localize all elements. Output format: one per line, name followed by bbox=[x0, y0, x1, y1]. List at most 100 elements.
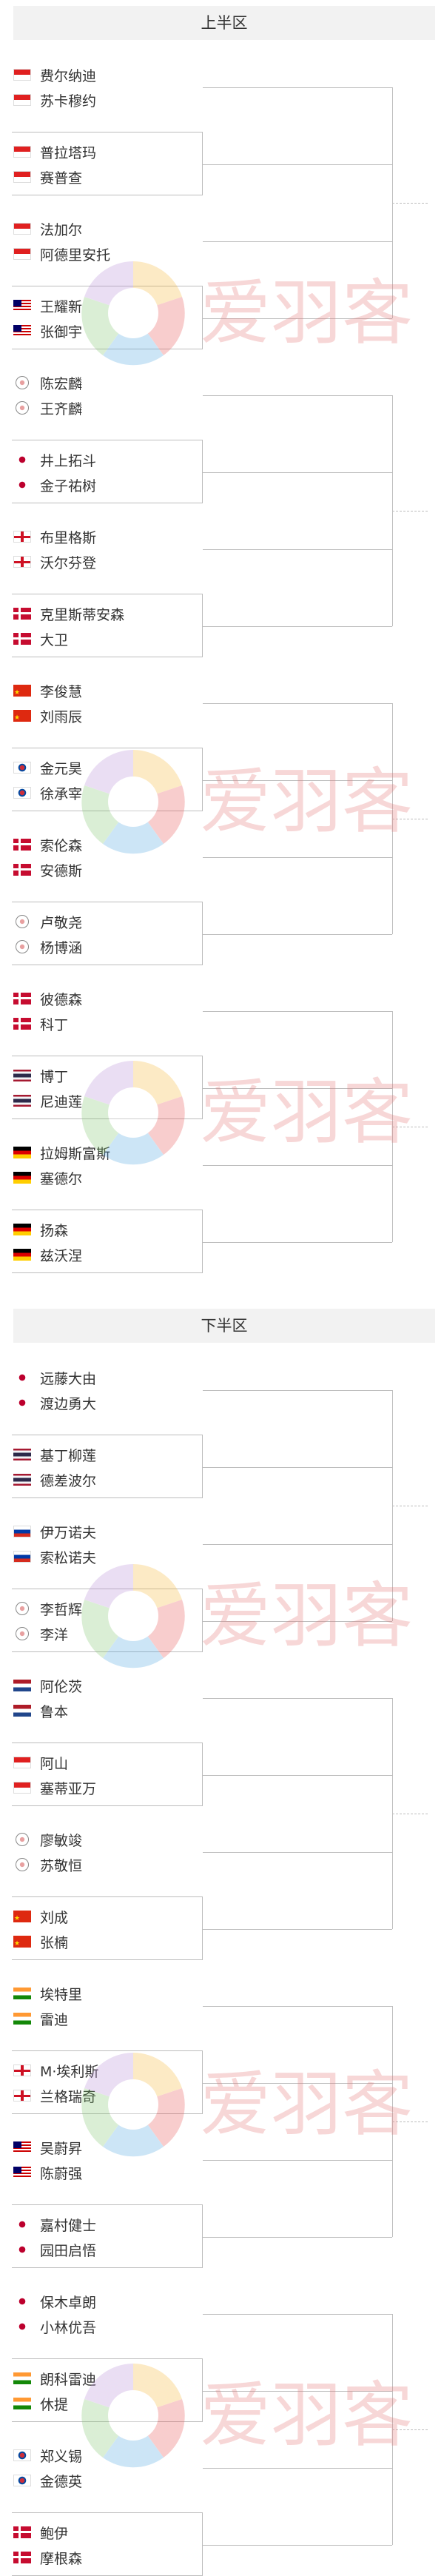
player-name: 赛普查 bbox=[40, 170, 83, 187]
bracket-line bbox=[203, 1621, 392, 1622]
bracket-line bbox=[203, 780, 392, 781]
flag-icon-den bbox=[13, 2552, 31, 2563]
flag-icon-ind bbox=[13, 2372, 31, 2384]
match-box bbox=[12, 1589, 203, 1652]
player-name: 苏敬恒 bbox=[40, 1858, 83, 1874]
flag-icon-mas bbox=[13, 325, 31, 337]
watermark-text: 爱羽客 bbox=[200, 272, 413, 355]
bracket-line bbox=[203, 2391, 392, 2392]
flag-icon-tha bbox=[13, 1070, 31, 1081]
flag-icon-ina bbox=[13, 223, 31, 235]
flag-icon-jpn bbox=[13, 2295, 31, 2307]
bracket-dashed-line bbox=[392, 203, 428, 204]
flag-icon-jpn bbox=[13, 2321, 31, 2332]
flag-icon-ind bbox=[13, 2013, 31, 2025]
player-name: 沃尔芬登 bbox=[40, 555, 97, 571]
bracket-line bbox=[203, 241, 392, 242]
bracket-line bbox=[203, 549, 392, 550]
flag-icon-eng bbox=[13, 556, 31, 568]
player-name: 布里格斯 bbox=[40, 530, 97, 546]
flag-icon-tpe bbox=[16, 1858, 29, 1871]
bracket-line bbox=[203, 1467, 392, 1468]
flag-icon-ina bbox=[13, 1757, 31, 1768]
watermark-text: 爱羽客 bbox=[200, 1574, 413, 1657]
flag-icon-ger bbox=[13, 1249, 31, 1261]
player-name: 李哲辉 bbox=[40, 1602, 83, 1618]
player-name: 吴蔚昇 bbox=[40, 2141, 83, 2157]
player-name: 刘雨辰 bbox=[40, 709, 83, 725]
player-name: 张楠 bbox=[40, 1935, 69, 1951]
bracket-line bbox=[203, 1929, 392, 1930]
player-name: 彼德森 bbox=[40, 992, 83, 1008]
player-name: 渡边勇大 bbox=[40, 1396, 97, 1412]
flag-icon-rus bbox=[13, 1551, 31, 1563]
match-box bbox=[12, 1435, 203, 1498]
bracket-line bbox=[203, 1242, 392, 1243]
flag-icon-jpn bbox=[13, 2218, 31, 2230]
flag-icon-ina bbox=[13, 146, 31, 158]
player-name: 李洋 bbox=[40, 1627, 69, 1643]
flag-icon-ger bbox=[13, 1224, 31, 1235]
bracket-line bbox=[203, 1544, 392, 1545]
player-name: 阿山 bbox=[40, 1756, 69, 1772]
player-name: 塞蒂亚万 bbox=[40, 1781, 97, 1797]
player-name: 金德英 bbox=[40, 2474, 83, 2490]
flag-icon-kor bbox=[13, 787, 31, 799]
flag-icon-ned bbox=[13, 1680, 31, 1691]
flag-icon-ind bbox=[13, 1988, 31, 1999]
player-name: 远藤大由 bbox=[40, 1371, 97, 1387]
flag-icon-mas bbox=[13, 300, 31, 312]
flag-icon-tpe bbox=[16, 401, 29, 415]
player-name: 鲍伊 bbox=[40, 2526, 69, 2542]
flag-icon-chn bbox=[13, 710, 31, 722]
flag-icon-eng bbox=[13, 2090, 31, 2102]
player-name: 科丁 bbox=[40, 1017, 69, 1033]
bracket-line bbox=[203, 1698, 392, 1699]
player-name: 王齐麟 bbox=[40, 401, 83, 417]
player-name: 杨博涵 bbox=[40, 940, 83, 956]
player-name: 尼迪莲 bbox=[40, 1094, 83, 1110]
player-name: 刘成 bbox=[40, 1910, 69, 1926]
flag-icon-ina bbox=[13, 69, 31, 81]
flag-icon-den bbox=[13, 633, 31, 645]
flag-icon-tpe bbox=[16, 1602, 29, 1615]
player-name: 摩根森 bbox=[40, 2551, 83, 2567]
player-name: 拉姆斯富斯 bbox=[40, 1146, 111, 1162]
player-name: 朗科雷迪 bbox=[40, 2372, 97, 2388]
flag-icon-kor bbox=[13, 2475, 31, 2486]
flag-icon-den bbox=[13, 864, 31, 876]
player-name: 扬森 bbox=[40, 1223, 69, 1239]
flag-icon-chn bbox=[13, 685, 31, 697]
match-box bbox=[12, 440, 203, 503]
watermark-text: 爱羽客 bbox=[200, 2063, 413, 2146]
flag-icon-mas bbox=[13, 2141, 31, 2153]
flag-icon-tpe bbox=[16, 1833, 29, 1846]
flag-icon-jpn bbox=[13, 2244, 31, 2255]
bracket-line bbox=[203, 2468, 392, 2469]
player-name: 雷迪 bbox=[40, 2012, 69, 2028]
player-name: 博丁 bbox=[40, 1069, 69, 1085]
flag-icon-den bbox=[13, 2526, 31, 2538]
player-name: 苏卡穆约 bbox=[40, 93, 97, 110]
player-name: 王耀新 bbox=[40, 299, 83, 315]
player-name: 廖敏竣 bbox=[40, 1833, 83, 1849]
player-name: 基丁柳莲 bbox=[40, 1448, 97, 1464]
match-box bbox=[12, 2050, 203, 2114]
bracket-line bbox=[203, 1852, 392, 1853]
match-box bbox=[12, 902, 203, 965]
player-name: 小林优吾 bbox=[40, 2320, 97, 2336]
player-name: 陈宏麟 bbox=[40, 376, 83, 392]
flag-icon-ina bbox=[13, 94, 31, 106]
flag-icon-jpn bbox=[13, 479, 31, 491]
player-name: 索伦森 bbox=[40, 838, 83, 854]
flag-icon-kor bbox=[13, 2449, 31, 2461]
player-name: 郑义锡 bbox=[40, 2449, 83, 2465]
bracket-line bbox=[203, 626, 392, 627]
flag-icon-tpe bbox=[16, 1627, 29, 1640]
player-name: 克里斯蒂安森 bbox=[40, 607, 125, 623]
bracket-line bbox=[203, 2237, 392, 2238]
match-box bbox=[12, 594, 203, 657]
watermark-text: 爱羽客 bbox=[200, 760, 413, 843]
flag-icon-eng bbox=[13, 531, 31, 543]
bracket-line bbox=[203, 857, 392, 858]
